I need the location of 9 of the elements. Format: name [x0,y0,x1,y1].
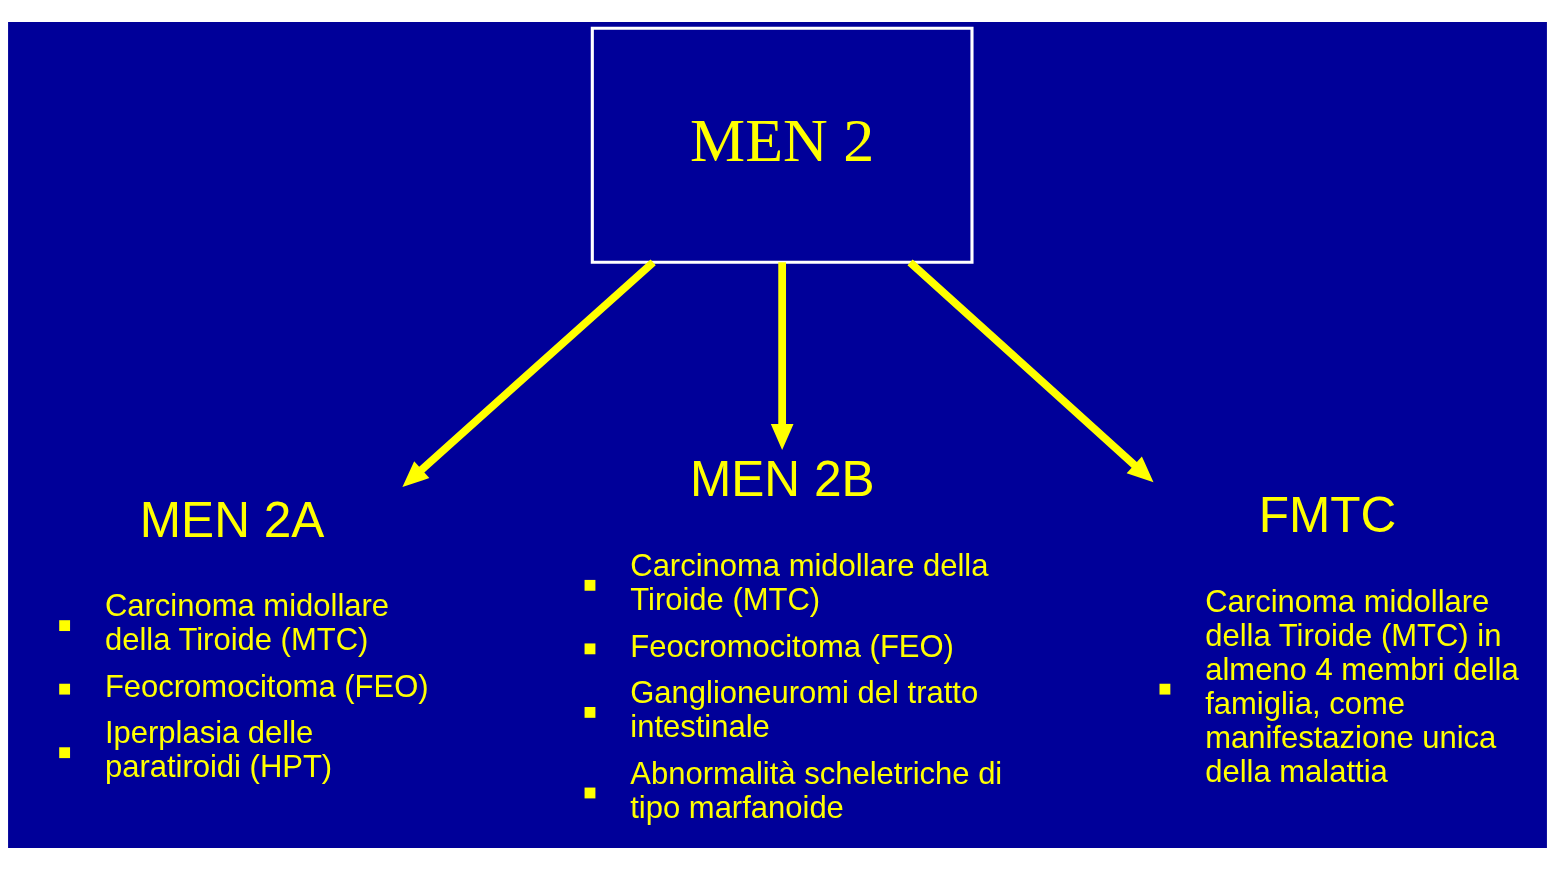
node-text: MEN 2B Carcinoma midollare della Tiroide (MTC) Feocromocitoma (FEO) Ganglioneuromi del tratto intestinale Abnormalità scheletriche di tipo marfanoide [630,450,1003,825]
node-box [1159,683,1171,695]
node-text: MEN 2A Carcinoma midollare della Tiroide (MTC) Feocromocitoma (FEO) Iperplasia delle paratiroidi (HPT) [104,491,429,784]
arrow [770,261,794,450]
arrow [907,258,1154,482]
node-box: MEN 2 [590,26,974,264]
node-label: FMTC [1258,486,1397,543]
node-label: Carcinoma midollare della Tiroide (MTC) in almeno 4 membri della famiglia, come manifestazione unica della malattia [1205,583,1519,789]
arrow [402,258,656,487]
